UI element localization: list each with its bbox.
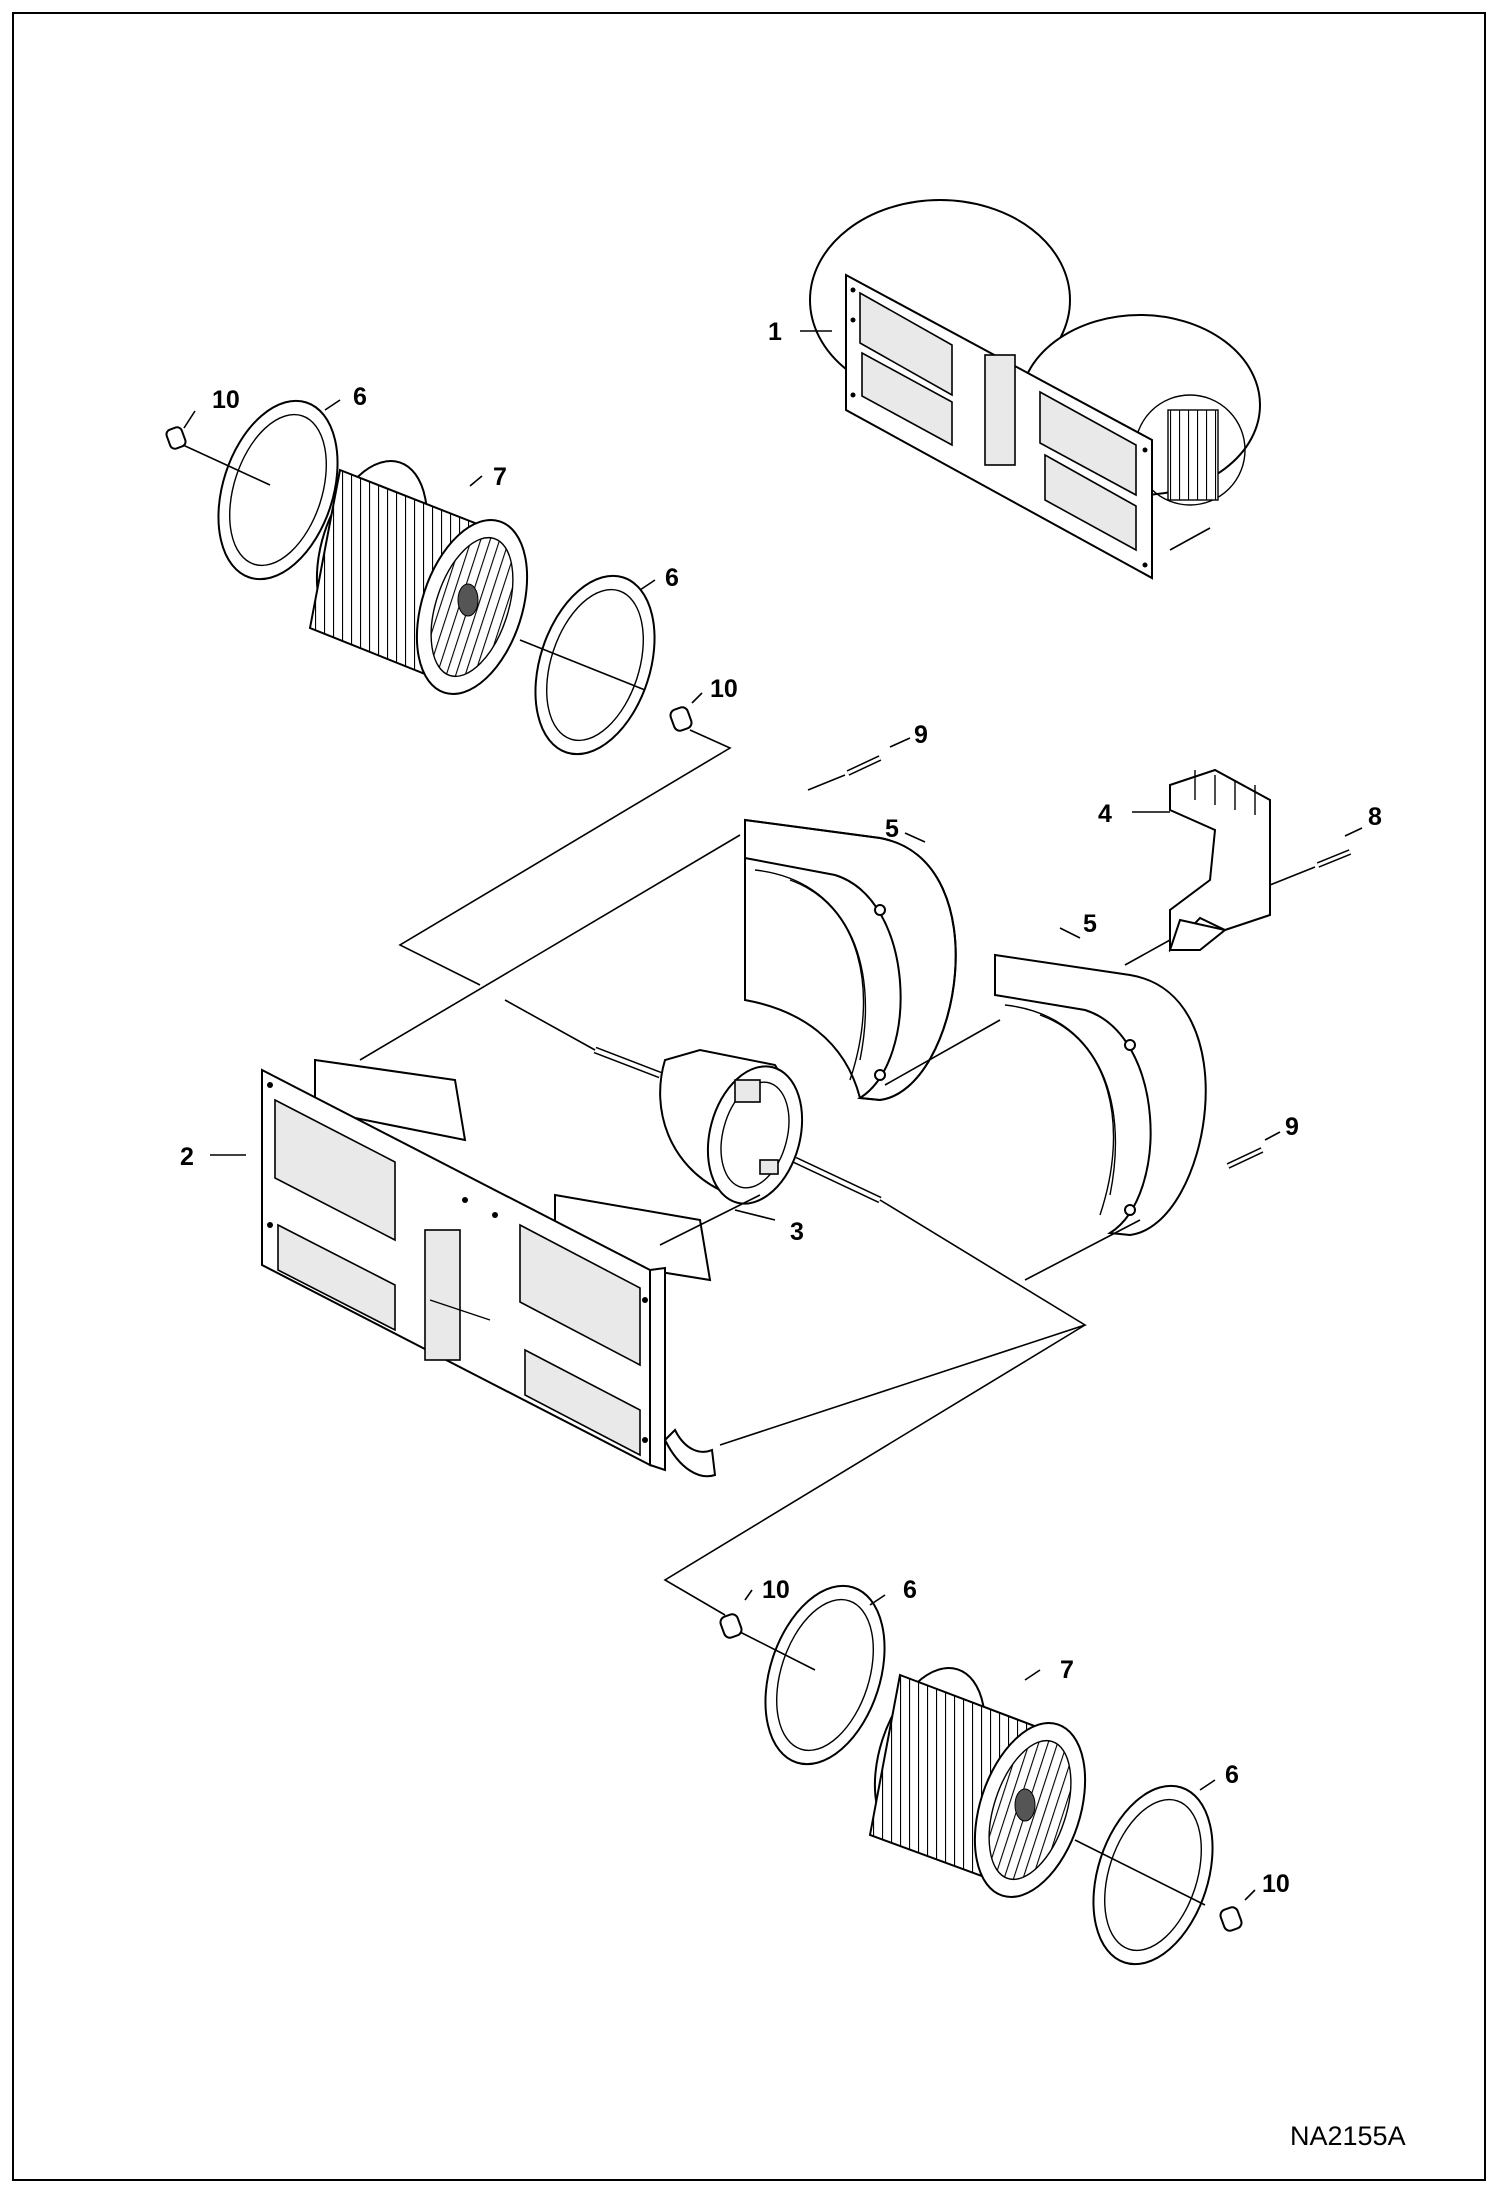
callout-9-lower: 9: [1285, 1113, 1299, 1141]
part-6-ring-upper-left: [217, 399, 339, 581]
assembly-line: [659, 1194, 761, 1246]
callout-1: 1: [768, 318, 782, 346]
part-10-clip-lower-left: [719, 1613, 743, 1639]
callout-10-upper-left: 10: [212, 386, 240, 414]
part-6-ring-lower-right: [1092, 1784, 1214, 1966]
assembly-line: [719, 1199, 1087, 1446]
assembly-line: [663, 1324, 1086, 1616]
part-6-ring-upper-right: [534, 574, 656, 756]
assembly-line: [807, 774, 846, 791]
callout-10-lower-right: 10: [1262, 1870, 1290, 1898]
part-7-wheel-lower: [868, 1667, 1087, 1898]
callout-6-upper-right: 6: [665, 564, 679, 592]
part-7-wheel-upper: [308, 460, 529, 695]
callout-6-lower-right: 6: [1225, 1761, 1239, 1789]
part-10-clip-lower-right: [1219, 1906, 1243, 1932]
assembly-line: [398, 729, 732, 986]
callout-10-upper-right: 10: [710, 675, 738, 703]
part-5-housing-left: [744, 818, 957, 1102]
callout-3: 3: [790, 1218, 804, 1246]
callout-6-lower-left: 6: [903, 1576, 917, 1604]
assembly-line: [1269, 866, 1316, 886]
part-10-clip-upper-left: [165, 426, 187, 450]
callout-10-lower-left: 10: [762, 1576, 790, 1604]
callout-8: 8: [1368, 803, 1382, 831]
part-3-motor: [593, 1046, 882, 1205]
drawing-code: NA2155A: [1290, 2121, 1406, 2151]
assembly-line: [884, 1019, 1001, 1086]
part-9-screw-upper: [846, 755, 882, 776]
callout-labels: 1 2 3 4 8 5 5 9 9 10 6 7 6 10 10 6 7 6 1…: [180, 318, 1382, 1898]
assembly-line: [1024, 1219, 1141, 1281]
callout-2: 2: [180, 1143, 194, 1171]
assembly-line: [1124, 939, 1171, 966]
part-2-frame: [261, 1058, 717, 1478]
callout-5-right: 5: [1083, 910, 1097, 938]
callout-5-left: 5: [885, 815, 899, 843]
axis-line: [182, 444, 271, 486]
callout-6-upper-left: 6: [353, 383, 367, 411]
part-4-resistor-bracket: [1168, 768, 1271, 953]
callout-7-upper: 7: [493, 463, 507, 491]
callout-4: 4: [1098, 800, 1112, 828]
callout-7-lower: 7: [1060, 1656, 1074, 1684]
callout-leaders: [183, 330, 1363, 1901]
axis-line: [739, 1631, 816, 1671]
drawing-frame: [12, 12, 1486, 2181]
part-1-blower-assembly: [809, 199, 1261, 580]
assembly-line: [504, 999, 596, 1051]
part-8-screw: [1316, 849, 1352, 868]
part-6-ring-lower-left: [764, 1584, 886, 1766]
part-9-screw-lower: [1226, 1147, 1264, 1169]
callout-9-upper: 9: [914, 721, 928, 749]
assembly-line: [359, 834, 741, 1061]
part-10-clip-upper-right: [669, 706, 693, 732]
axis-line: [1074, 1839, 1206, 1906]
axis-line: [519, 639, 646, 691]
part-5-housing-right: [994, 953, 1207, 1237]
